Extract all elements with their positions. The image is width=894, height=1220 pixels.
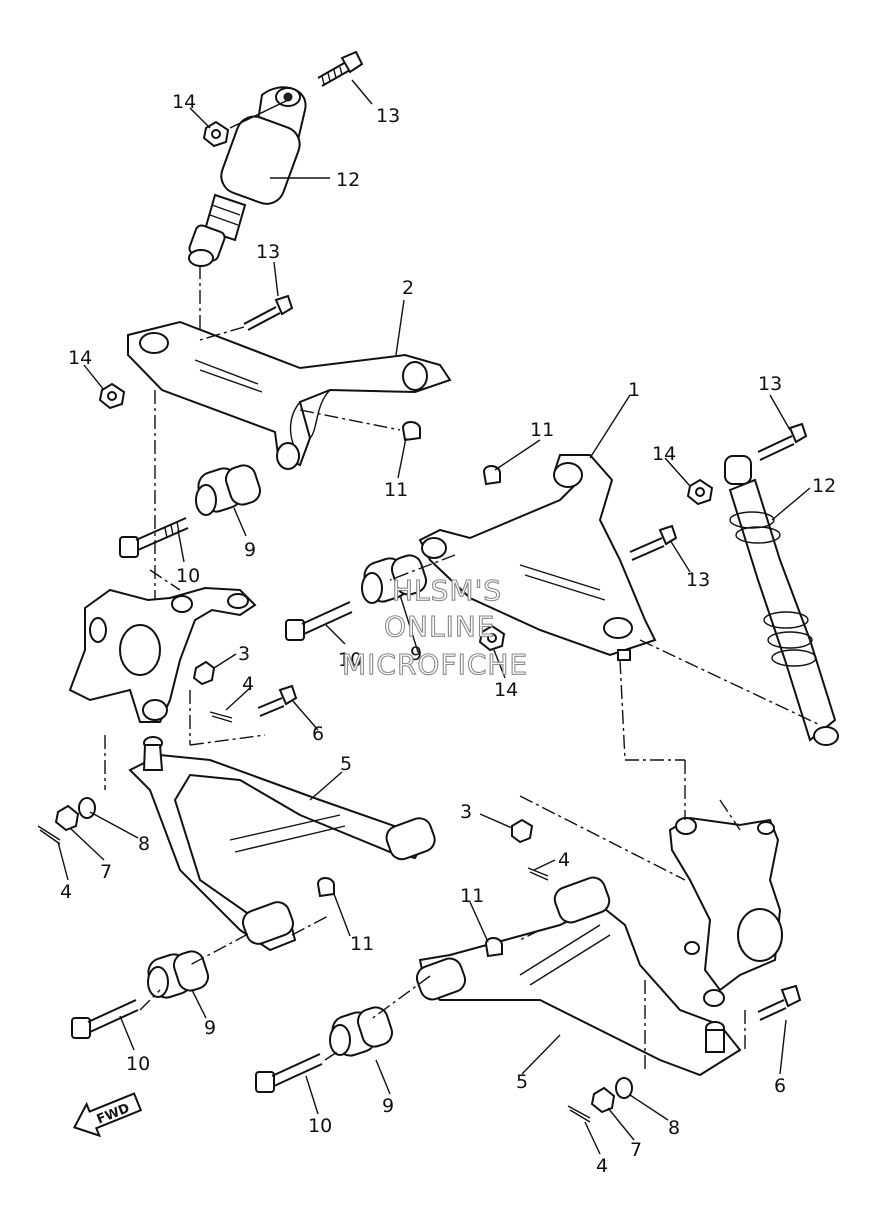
callout-6-left: 6	[312, 723, 324, 745]
callout-11-lower-left: 11	[350, 933, 374, 955]
leader-lines	[57, 79, 811, 1155]
washer-11-lower-left	[316, 877, 335, 898]
knuckle-right	[668, 816, 783, 1007]
nut-14-mid	[98, 382, 126, 410]
callout-9-upper-right: 9	[410, 643, 422, 665]
cotter-pin-4-left	[209, 711, 233, 723]
washer-11-upper-right	[482, 465, 501, 486]
bushing-9-upper-left	[195, 464, 262, 516]
assembly-lines	[104, 265, 821, 1070]
callout-1: 1	[628, 379, 640, 401]
callout-13-right-top: 13	[758, 373, 782, 395]
bolt-13-top	[317, 50, 364, 87]
bolt-13-right-mid	[629, 524, 678, 561]
callout-5-right: 5	[516, 1071, 528, 1093]
nut-3-right	[511, 818, 534, 844]
bushing-9-lower-left	[147, 950, 210, 999]
nut-14-right-top	[686, 478, 714, 506]
callout-labels: 13 14 12 13 2 14 11 9 10 1 11 13 14 12 1…	[60, 91, 836, 1177]
shock-absorber-right	[724, 455, 839, 746]
callout-8-left: 8	[138, 833, 150, 855]
nut-7-right	[590, 1086, 616, 1114]
callout-4-lower-right: 4	[596, 1155, 608, 1177]
callout-12-right: 12	[812, 475, 836, 497]
watermark-line-3: MICROFICHE	[342, 648, 528, 681]
callout-7-left: 7	[100, 861, 112, 883]
callout-10-lower-left: 10	[126, 1053, 150, 1075]
callout-4-left: 4	[242, 673, 254, 695]
callout-14-right-mid: 14	[494, 679, 518, 701]
callout-11-lower-right: 11	[460, 885, 484, 907]
callout-3-left: 3	[238, 643, 250, 665]
nut-14-top	[202, 99, 289, 148]
callout-11-upper: 11	[384, 479, 408, 501]
bolt-10-lower-right	[255, 1053, 323, 1093]
bolt-10-upper-right	[285, 601, 353, 641]
callout-14-top: 14	[172, 91, 196, 113]
cotter-pin-4-lower-left	[37, 825, 61, 845]
callout-6-right: 6	[774, 1075, 786, 1097]
callout-13-top: 13	[376, 105, 400, 127]
bushing-9-lower-right	[329, 1006, 394, 1057]
bolt-13-right-top	[757, 422, 808, 461]
upper-arm-2	[127, 320, 452, 470]
watermark: HLSM'S ONLINE MICROFICHE	[341, 573, 528, 681]
bolt-10-lower-left	[71, 999, 139, 1039]
watermark-line-1: HLSM'S	[392, 574, 502, 607]
callout-5-left: 5	[340, 753, 352, 775]
callout-4-lower-left: 4	[60, 881, 72, 903]
upper-arm-1	[418, 454, 657, 661]
shock-absorber-left	[188, 86, 307, 267]
callout-4-right: 4	[558, 849, 570, 871]
bolt-6-right	[757, 984, 802, 1021]
bolt-13-upper-left	[199, 294, 294, 341]
nut-3-left	[192, 660, 216, 686]
callout-10-upper-right: 10	[338, 649, 362, 671]
callout-8-right: 8	[668, 1117, 680, 1139]
callout-12-left: 12	[336, 169, 360, 191]
washer-8-right	[615, 1077, 633, 1099]
callout-14-right-top: 14	[652, 443, 676, 465]
callout-13-upper-left: 13	[256, 241, 280, 263]
lower-arm-5-left	[128, 736, 436, 952]
bushing-9-upper-right	[361, 554, 428, 604]
knuckle-left	[68, 586, 257, 723]
callout-13-right-mid: 13	[686, 569, 710, 591]
callout-9-lower-right: 9	[382, 1095, 394, 1117]
nut-14-right-mid	[478, 624, 506, 652]
washer-11-lower-right	[484, 937, 503, 958]
callout-9-upper-left: 9	[244, 539, 256, 561]
bolt-6-left	[257, 684, 298, 717]
callout-9-lower-left: 9	[204, 1017, 216, 1039]
cotter-pin-4-lower-right	[567, 1105, 591, 1123]
cotter-pin-4-right	[527, 867, 549, 881]
watermark-line-2: ONLINE	[384, 610, 495, 643]
callout-10-upper-left: 10	[176, 565, 200, 587]
callout-11-upper-right: 11	[530, 419, 554, 441]
fwd-arrow-icon: FWD	[72, 1092, 143, 1138]
washer-8-left	[78, 797, 96, 819]
callout-10-lower-right: 10	[308, 1115, 332, 1137]
callout-7-right: 7	[630, 1139, 642, 1161]
callout-3-right: 3	[460, 801, 472, 823]
nut-7-left	[54, 804, 80, 832]
bolt-10-upper-left	[119, 517, 189, 558]
callout-2: 2	[402, 277, 414, 299]
washer-11-upper	[299, 409, 421, 442]
callout-14-mid: 14	[68, 347, 92, 369]
